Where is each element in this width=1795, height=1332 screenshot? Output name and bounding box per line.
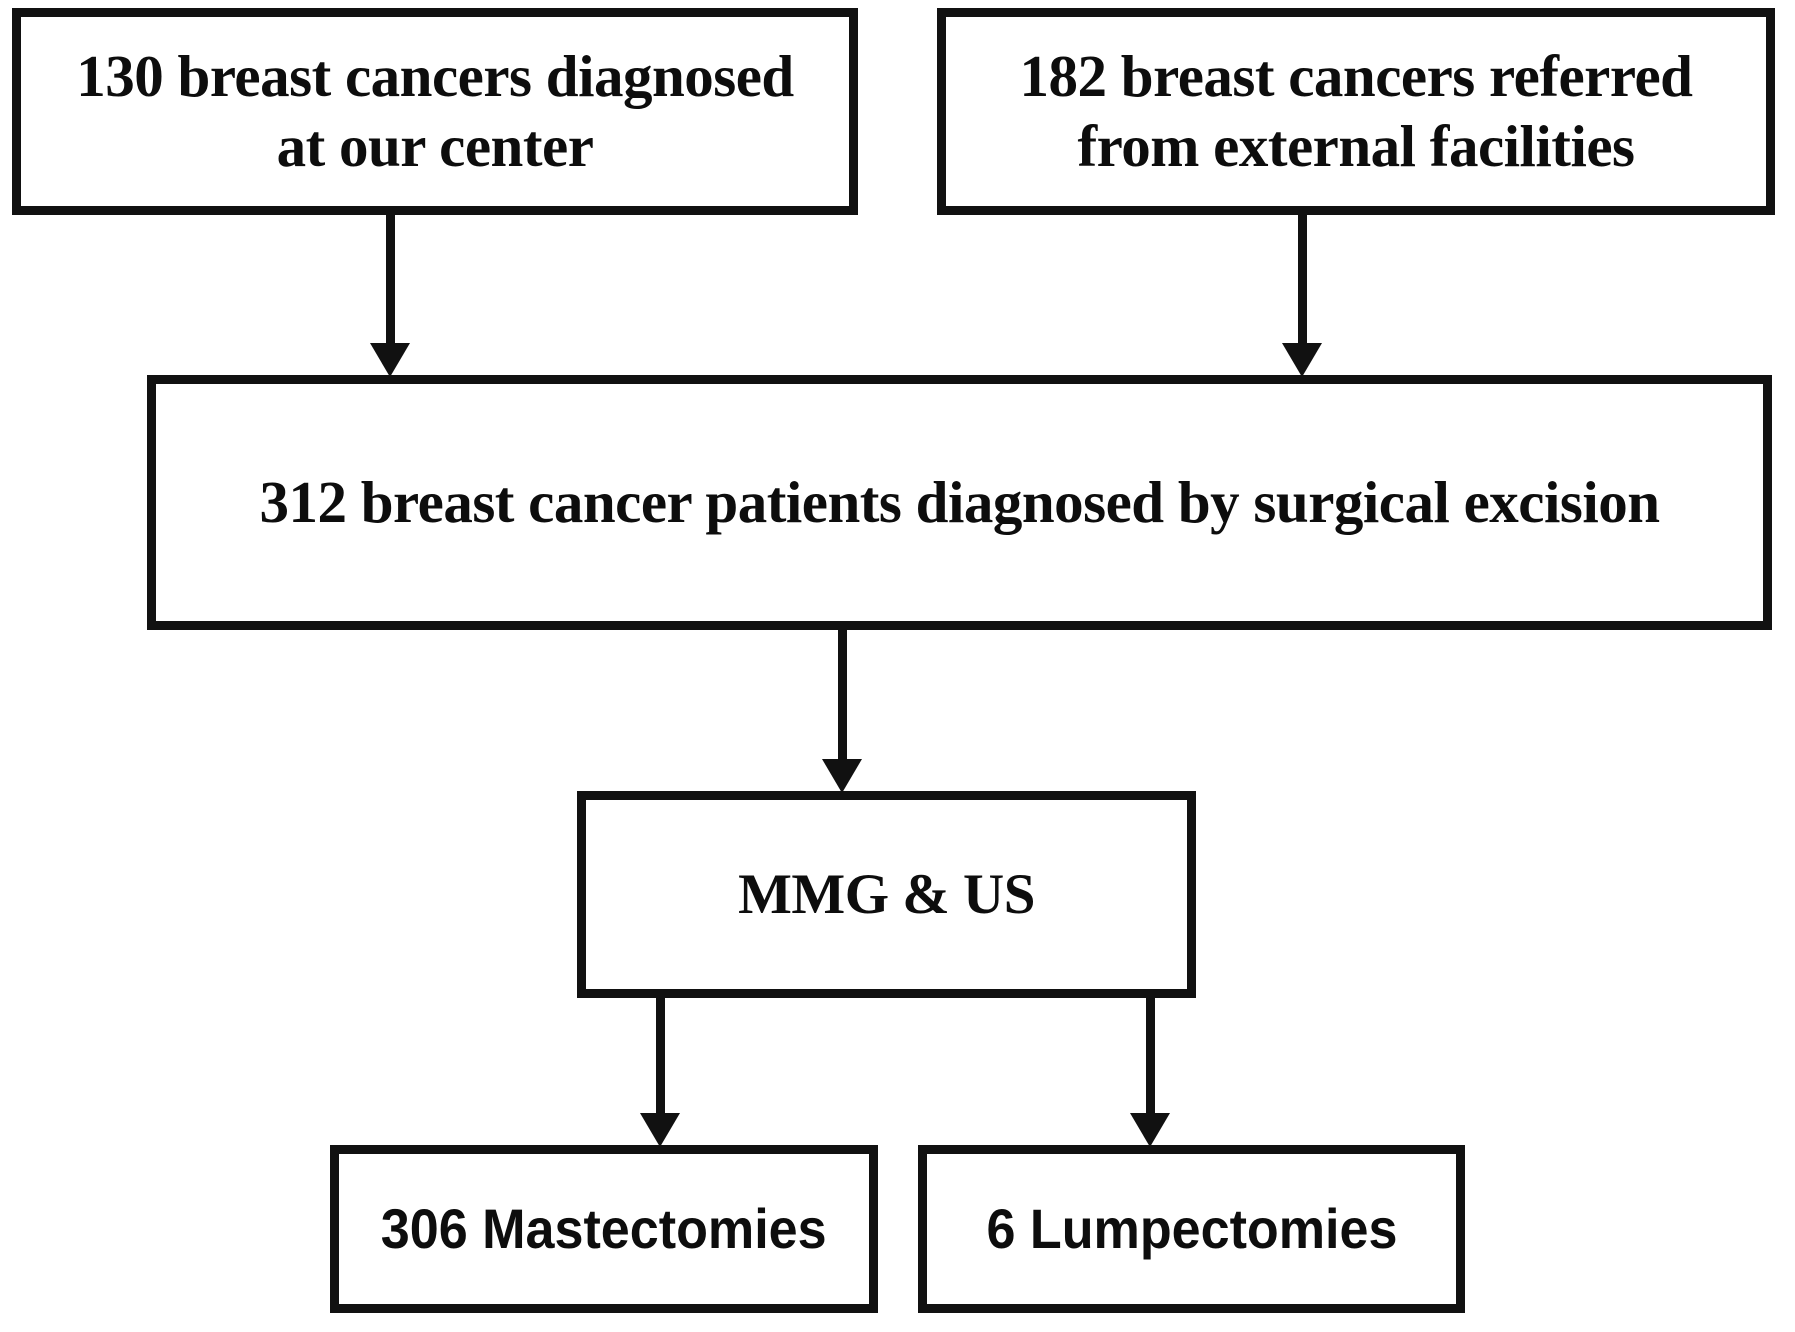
arrowhead-down-icon xyxy=(822,759,862,793)
node-cohort-label: 312 breast cancer patients diagnosed by … xyxy=(259,468,1660,535)
arrow-internal-to-cohort xyxy=(370,215,410,377)
node-lumpectomies-label: 6 Lumpectomies xyxy=(986,1196,1397,1260)
node-cohort: 312 breast cancer patients diagnosed by … xyxy=(147,375,1772,630)
arrow-imaging-to-mastectomies xyxy=(640,998,680,1147)
arrow-stem xyxy=(385,215,395,345)
node-source-internal: 130 breast cancers diagnosed at our cent… xyxy=(12,8,858,215)
arrowhead-down-icon xyxy=(1130,1113,1170,1147)
arrow-imaging-to-lumpectomies xyxy=(1130,998,1170,1147)
node-mastectomies-label: 306 Mastectomies xyxy=(381,1196,827,1260)
arrow-stem xyxy=(1145,998,1155,1115)
arrow-external-to-cohort xyxy=(1282,215,1322,377)
arrowhead-down-icon xyxy=(1282,343,1322,377)
node-imaging-label: MMG & US xyxy=(738,862,1035,926)
node-source-internal-label: 130 breast cancers diagnosed at our cent… xyxy=(76,42,794,179)
node-source-external-label: 182 breast cancers referred from externa… xyxy=(1019,42,1693,179)
arrow-stem xyxy=(1297,215,1307,345)
node-source-external: 182 breast cancers referred from externa… xyxy=(937,8,1775,215)
arrow-stem xyxy=(655,998,665,1115)
arrow-stem xyxy=(837,630,847,761)
arrow-cohort-to-imaging xyxy=(822,630,862,793)
arrowhead-down-icon xyxy=(370,343,410,377)
node-mastectomies: 306 Mastectomies xyxy=(330,1145,878,1313)
arrowhead-down-icon xyxy=(640,1113,680,1147)
node-imaging: MMG & US xyxy=(577,791,1196,998)
node-lumpectomies: 6 Lumpectomies xyxy=(918,1145,1465,1313)
